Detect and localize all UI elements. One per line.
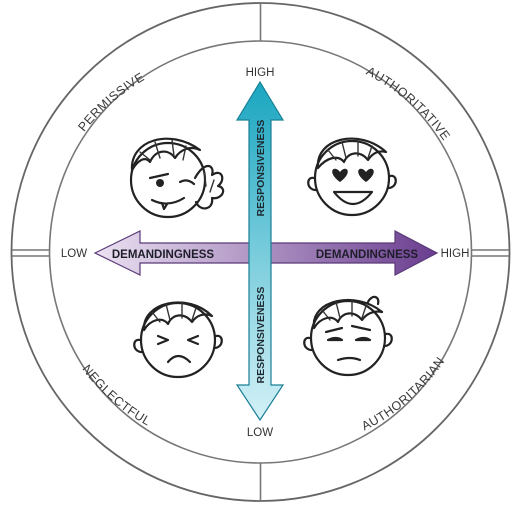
responsiveness-label-lower: RESPONSIVENESS	[255, 287, 267, 384]
quadrant-label-neglectful: NEGLECTFUL	[80, 362, 154, 429]
winking-face-icon	[129, 137, 225, 219]
demandingness-label-left: DEMANDINGNESS	[112, 249, 215, 261]
demandingness-high-label: HIGH	[441, 248, 470, 260]
responsiveness-low-label: LOW	[247, 427, 273, 439]
responsiveness-arrow	[235, 80, 285, 422]
quadrant-label-permissive: PERMISSIVE	[75, 70, 147, 134]
demandingness-low-label: LOW	[61, 248, 87, 260]
quadrant-label-authoritative: AUTHORITATIVE	[364, 64, 453, 143]
heart-eyes-face-icon	[307, 137, 397, 217]
responsiveness-high-label: HIGH	[246, 67, 275, 79]
demandingness-label-right: DEMANDINGNESS	[316, 249, 419, 261]
responsiveness-label-upper: RESPONSIVENESS	[255, 120, 267, 217]
skeptical-face-icon	[303, 295, 393, 377]
frowning-face-icon	[133, 301, 223, 379]
